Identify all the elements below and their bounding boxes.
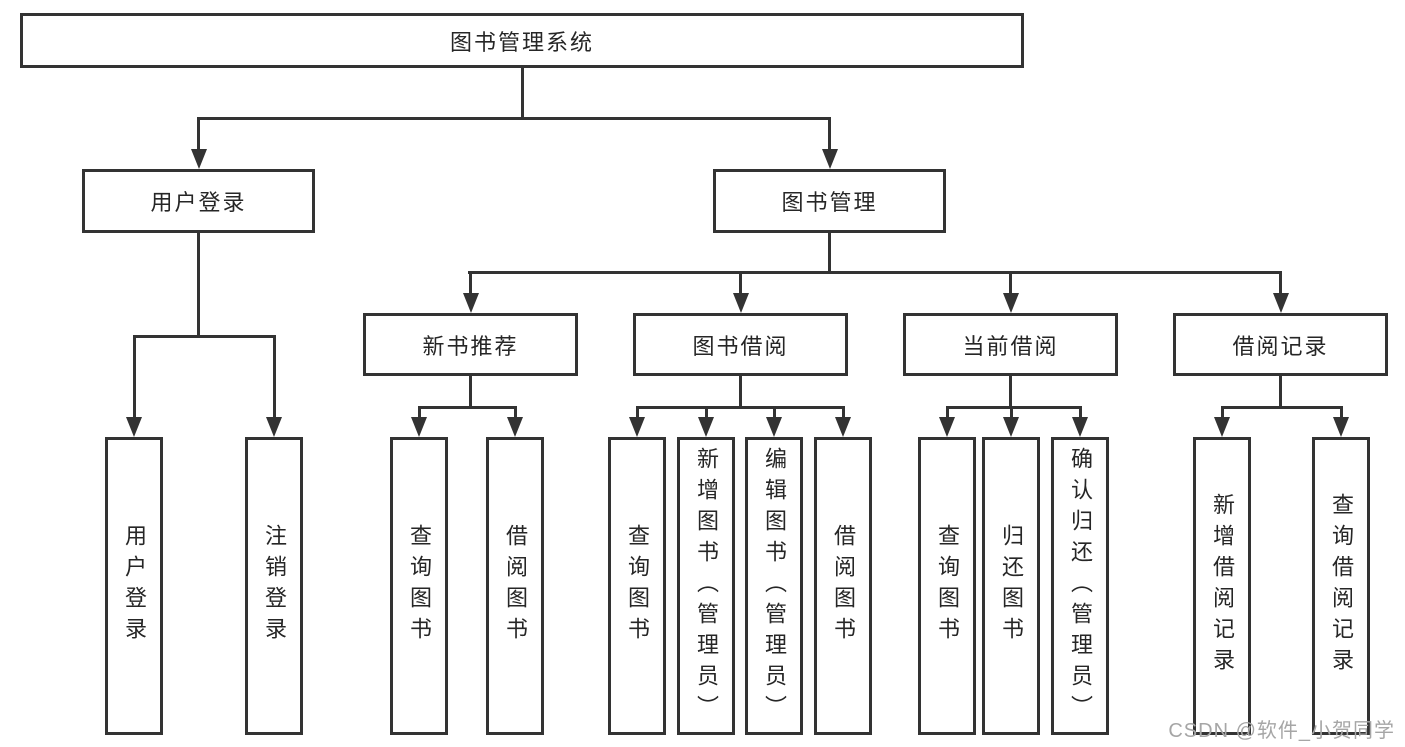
arrow-down-icon	[1214, 417, 1230, 437]
leaf-borrow-book: 借阅图书	[814, 437, 872, 735]
arrow-down-icon	[1333, 417, 1349, 437]
connector-line	[132, 335, 276, 338]
arrow-down-icon	[732, 293, 749, 313]
connector-line	[828, 117, 831, 153]
connector-line	[635, 406, 639, 420]
connector-line	[1009, 406, 1013, 420]
arrow-down-icon	[126, 417, 142, 437]
connector-line	[469, 376, 472, 409]
node-user-login: 用户登录	[82, 169, 315, 233]
connector-line	[132, 335, 136, 420]
arrow-down-icon	[1072, 417, 1088, 437]
arrow-down-icon	[939, 417, 955, 437]
connector-line	[197, 117, 200, 153]
connector-line	[197, 117, 831, 120]
connector-line	[469, 271, 472, 295]
arrow-down-icon	[411, 417, 427, 437]
connector-line	[520, 68, 524, 119]
node-borrow-records: 借阅记录	[1173, 313, 1388, 376]
arrow-down-icon	[462, 293, 479, 313]
arrow-down-icon	[1002, 293, 1019, 313]
leaf-query-borrow-record: 查询借阅记录	[1312, 437, 1370, 735]
connector-line	[945, 406, 1082, 409]
leaf-borrow-book-recommend: 借阅图书	[486, 437, 544, 735]
arrow-down-icon	[766, 417, 782, 437]
leaf-logout: 注销登录	[245, 437, 303, 735]
connector-line	[739, 376, 742, 409]
connector-line	[272, 335, 276, 420]
connector-line	[1279, 271, 1282, 295]
connector-line	[1339, 406, 1343, 420]
leaf-confirm-return-admin: 确认归还（管理员）	[1051, 437, 1109, 735]
arrow-down-icon	[190, 149, 207, 169]
connector-line	[417, 406, 517, 409]
watermark-text: CSDN @软件_小贺同学	[1168, 720, 1395, 742]
arrow-down-icon	[266, 417, 282, 437]
node-book-management: 图书管理	[713, 169, 946, 233]
arrow-down-icon	[1272, 293, 1289, 313]
connector-line	[828, 233, 831, 274]
leaf-query-book-recommend: 查询图书	[390, 437, 448, 735]
connector-line	[417, 406, 421, 420]
connector-line	[1220, 406, 1224, 420]
connector-line	[841, 406, 845, 420]
connector-line	[1009, 271, 1012, 295]
node-current-borrow: 当前借阅	[903, 313, 1118, 376]
leaf-user-login: 用户登录	[105, 437, 163, 735]
node-book-borrow: 图书借阅	[633, 313, 848, 376]
connector-line	[467, 271, 1282, 274]
arrow-down-icon	[698, 417, 714, 437]
arrow-down-icon	[507, 417, 523, 437]
leaf-add-book-admin: 新增图书（管理员）	[677, 437, 735, 735]
connector-line	[772, 406, 776, 420]
arrow-down-icon	[821, 149, 838, 169]
leaf-query-book-current: 查询图书	[918, 437, 976, 735]
arrow-down-icon	[629, 417, 645, 437]
leaf-edit-book-admin: 编辑图书（管理员）	[745, 437, 803, 735]
connector-line	[1078, 406, 1082, 420]
connector-line	[197, 233, 200, 338]
connector-line	[1279, 376, 1282, 409]
connector-line	[739, 271, 742, 295]
arrow-down-icon	[835, 417, 851, 437]
leaf-return-book: 归还图书	[982, 437, 1040, 735]
node-new-book-recommend: 新书推荐	[363, 313, 578, 376]
connector-line	[1220, 406, 1343, 409]
leaf-query-book-borrow: 查询图书	[608, 437, 666, 735]
node-root: 图书管理系统	[20, 13, 1024, 68]
connector-line	[1009, 376, 1012, 409]
arrow-down-icon	[1003, 417, 1019, 437]
leaf-add-borrow-record: 新增借阅记录	[1193, 437, 1251, 735]
connector-line	[945, 406, 949, 420]
connector-line	[635, 406, 845, 409]
connector-line	[513, 406, 517, 420]
connector-line	[704, 406, 708, 420]
